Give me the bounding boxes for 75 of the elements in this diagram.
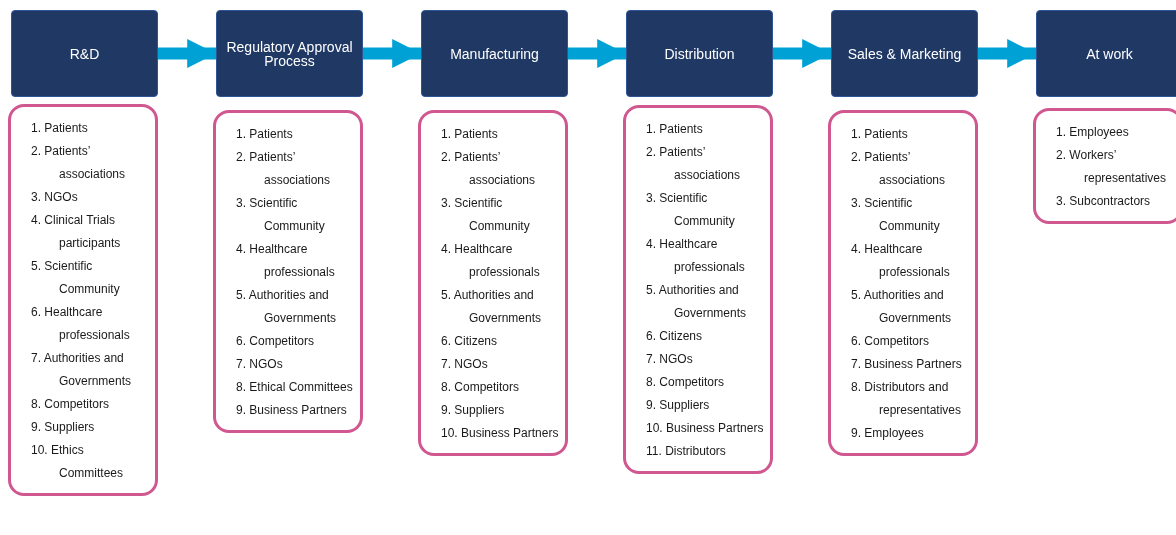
list-item: 9. Suppliers: [31, 419, 96, 436]
list-item: 7. NGOs: [441, 356, 489, 373]
list-item: 6. Citizens: [441, 333, 499, 350]
list-item: 4. Clinical Trials participants: [31, 212, 122, 252]
list-item: 4. Healthcare professionals: [236, 241, 336, 281]
list-item: 8. Ethical Committees: [236, 379, 354, 396]
stakeholder-list-box: [8, 104, 158, 496]
list-item: 9. Suppliers: [441, 402, 506, 419]
list-item: 2. Patients’ associations: [236, 149, 332, 189]
list-item: 3. Subcontractors: [1056, 193, 1152, 210]
list-item: 8. Competitors: [441, 379, 521, 396]
stakeholder-list-box: [623, 105, 773, 474]
stage-title: At work: [1086, 46, 1133, 61]
list-item: 9. Business Partners: [236, 402, 348, 419]
list-item: 2. Patients’ associations: [851, 149, 947, 189]
list-item: 5. Authorities and Governments: [441, 287, 543, 327]
list-item: 8. Distributors and representatives: [851, 379, 963, 419]
arrow: [568, 39, 626, 68]
arrow: [773, 39, 831, 68]
list-item: 3. Scientific Community: [646, 190, 736, 230]
list-item: 3. Scientific Community: [236, 195, 326, 235]
list-item: 8. Competitors: [646, 374, 726, 391]
stage-title: Manufacturing: [450, 46, 539, 61]
list-item: 5. Scientific Community: [31, 258, 121, 298]
list-item: 9. Employees: [851, 425, 925, 442]
list-item: 2. Patients’ associations: [646, 144, 742, 184]
list-item: 1. Patients: [441, 126, 499, 143]
stage-box: [11, 10, 158, 97]
stage-box: [1036, 10, 1176, 97]
arrow: [158, 39, 216, 68]
stage-box: [626, 10, 773, 97]
list-item: 6. Healthcare professionals: [31, 304, 131, 344]
list-item: 6. Competitors: [236, 333, 316, 350]
list-item: 3. Scientific Community: [851, 195, 941, 235]
stage-title: Regulatory Approval Process: [225, 39, 354, 68]
list-item: 6. Competitors: [851, 333, 931, 350]
arrow: [978, 39, 1036, 68]
list-item: 7. Business Partners: [851, 356, 963, 373]
list-item: 3. Scientific Community: [441, 195, 531, 235]
list-item: 7. NGOs: [236, 356, 284, 373]
list-item: 10. Ethics Committees: [31, 442, 124, 482]
list-item: 11. Distributors: [646, 443, 727, 460]
list-item: 3. NGOs: [31, 189, 79, 206]
stage-title: Distribution: [664, 46, 735, 61]
list-item: 4. Healthcare professionals: [851, 241, 951, 281]
list-item: 1. Patients: [646, 121, 704, 138]
list-item: 10. Business Partners: [646, 420, 765, 437]
stage-title: R&D: [69, 46, 100, 61]
list-item: 6. Citizens: [646, 328, 704, 345]
list-item: 4. Healthcare professionals: [441, 241, 541, 281]
list-item: 7. NGOs: [646, 351, 694, 368]
list-item: 10. Business Partners: [441, 425, 560, 442]
arrow: [363, 39, 421, 68]
list-item: 5. Authorities and Governments: [646, 282, 748, 322]
stakeholder-list-box: [1033, 108, 1176, 224]
list-item: 5. Authorities and Governments: [851, 287, 953, 327]
stakeholder-list-box: [213, 110, 363, 433]
list-item: 8. Competitors: [31, 396, 111, 413]
stage-box: [421, 10, 568, 97]
list-item: 2. Patients’ associations: [441, 149, 537, 189]
list-item: 7. Authorities and Governments: [31, 350, 133, 390]
stage-box: [831, 10, 978, 97]
list-item: 1. Employees: [1056, 124, 1130, 141]
list-item: 2. Patients’ associations: [31, 143, 127, 183]
stage-box: [216, 10, 363, 97]
list-item: 9. Suppliers: [646, 397, 711, 414]
list-item: 1. Patients: [236, 126, 294, 143]
list-item: 4. Healthcare professionals: [646, 236, 746, 276]
stakeholder-list-box: [828, 110, 978, 456]
stage-title: Sales & Marketing: [847, 46, 962, 61]
list-item: 2. Workers’ representatives: [1056, 147, 1168, 187]
list-item: 1. Patients: [31, 120, 89, 137]
list-item: 5. Authorities and Governments: [236, 287, 338, 327]
stakeholder-list-box: [418, 110, 568, 456]
list-item: 1. Patients: [851, 126, 909, 143]
